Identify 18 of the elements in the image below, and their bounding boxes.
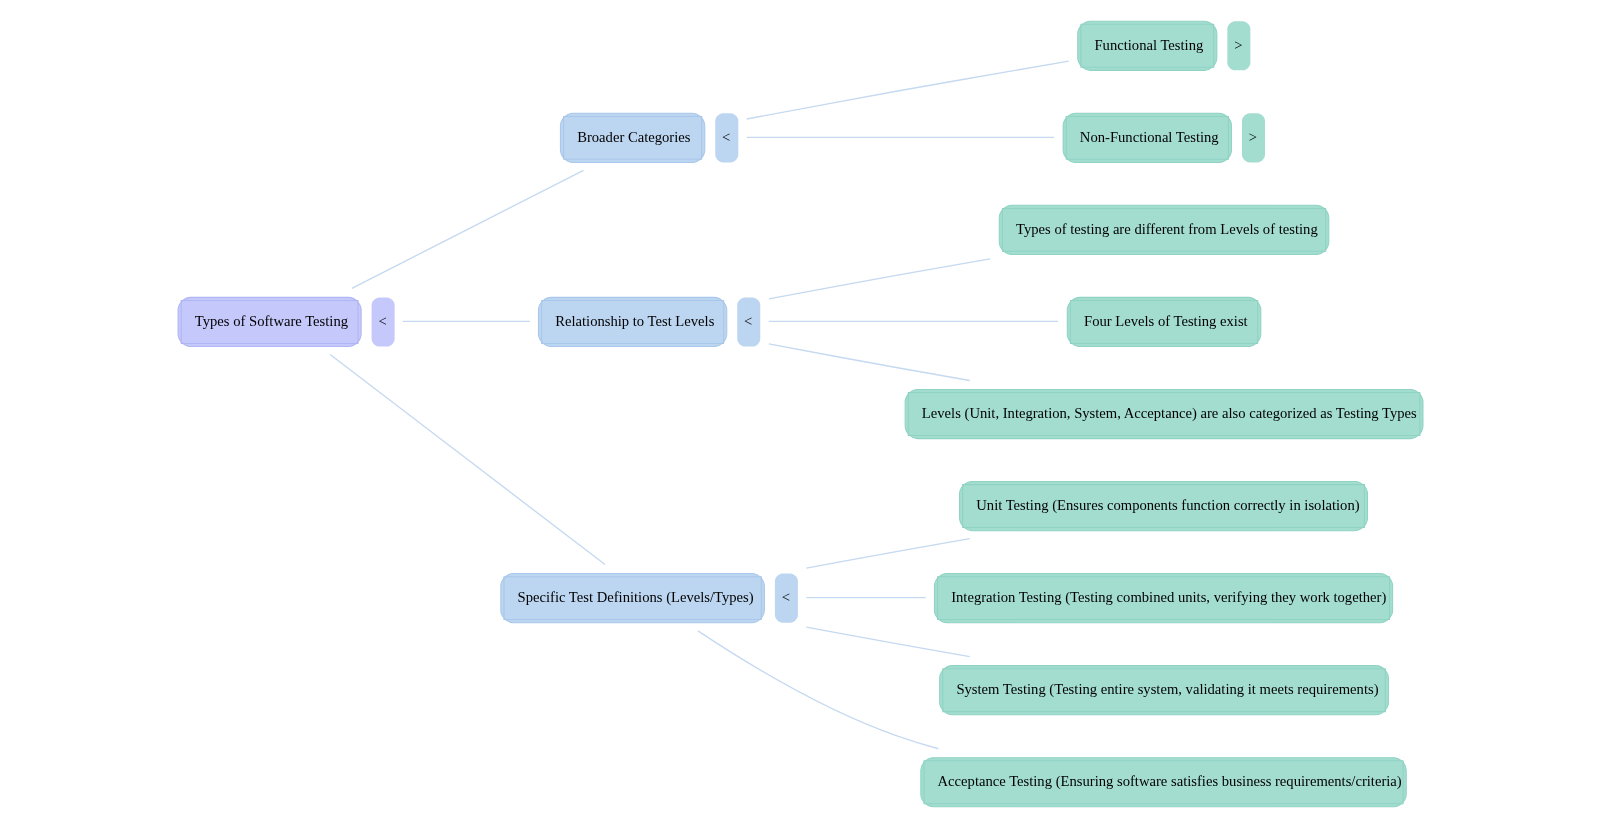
connector <box>402 320 531 323</box>
connector <box>805 626 971 658</box>
node-label: > <box>1248 128 1258 145</box>
connector <box>351 169 585 289</box>
connector <box>329 353 606 566</box>
node-label: < <box>378 312 387 329</box>
connector <box>805 537 971 569</box>
connector <box>697 630 940 750</box>
connector <box>768 258 991 300</box>
node-label: > <box>1234 36 1243 53</box>
node-label: < <box>722 128 731 145</box>
connector <box>768 320 1059 323</box>
connector <box>805 596 927 599</box>
node-label: < <box>744 312 753 329</box>
connector <box>746 60 1070 120</box>
connector <box>768 343 971 382</box>
connector <box>746 136 1055 138</box>
node-label: < <box>781 589 790 606</box>
